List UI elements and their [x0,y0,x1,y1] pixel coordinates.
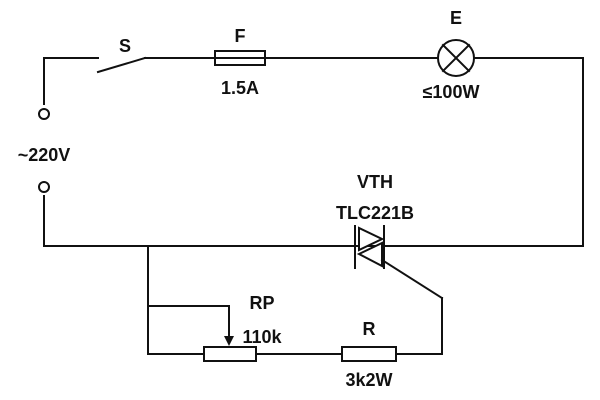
triac-label: VTH [357,172,393,192]
lower-branch-wire [147,245,443,355]
supply-voltage-label: ~220V [18,145,71,165]
switch-blade [96,56,147,74]
triac-gate-lead [380,258,444,300]
potentiometer-label: RP [249,293,274,313]
supply-terminal-bottom [38,181,50,193]
lamp-label: E [450,8,462,28]
potentiometer-value-label: 110k [242,327,282,347]
potentiometer-symbol [203,336,257,362]
triac-symbol [354,225,444,300]
resistor-value-label: 3k2W [345,370,392,390]
top-wire [43,57,584,105]
fuse-rating-label: 1.5A [221,78,259,98]
lamp-rating-label: ≤100W [423,82,480,102]
resistor-label: R [363,319,376,339]
resistor-symbol [341,346,397,362]
supply-terminal-top [38,108,50,120]
switch-label: S [119,36,131,56]
lamp-symbol [437,39,475,77]
triac-part-label: TLC221B [336,203,414,223]
bottom-wire [43,195,584,247]
fuse-label: F [235,26,246,46]
